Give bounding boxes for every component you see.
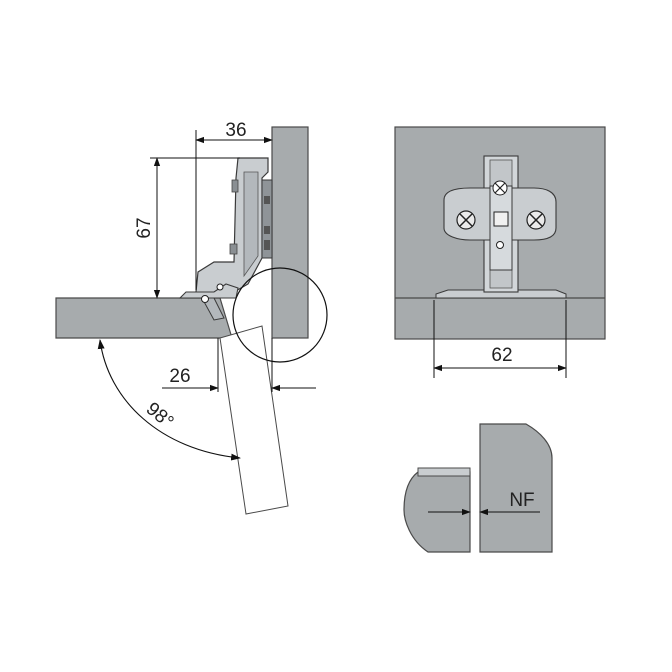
dimension-67: 67 xyxy=(134,157,240,299)
detail-cabinet-edge xyxy=(479,423,553,553)
dimension-26-label: 26 xyxy=(169,366,190,387)
nf-clearance-dimension: NF xyxy=(428,490,540,516)
opening-angle: 98° xyxy=(97,339,241,461)
screw-left-icon xyxy=(456,210,476,230)
dimension-62: 62 xyxy=(433,300,567,378)
front-view: 62 xyxy=(394,126,606,378)
nf-label: NF xyxy=(509,490,534,511)
screw-right-icon xyxy=(526,210,546,230)
hinge-arm xyxy=(178,157,273,321)
opening-angle-label: 98° xyxy=(142,399,178,434)
detail-circle xyxy=(232,267,328,363)
dimension-62-label: 62 xyxy=(491,345,512,366)
side-view: 36 67 26 98° xyxy=(55,120,328,515)
dimension-36-label: 36 xyxy=(225,120,246,141)
dimension-36: 36 xyxy=(195,120,273,290)
dimension-67-label: 67 xyxy=(134,217,155,238)
detail-view: NF xyxy=(403,423,553,553)
cabinet-side-panel xyxy=(271,126,309,339)
